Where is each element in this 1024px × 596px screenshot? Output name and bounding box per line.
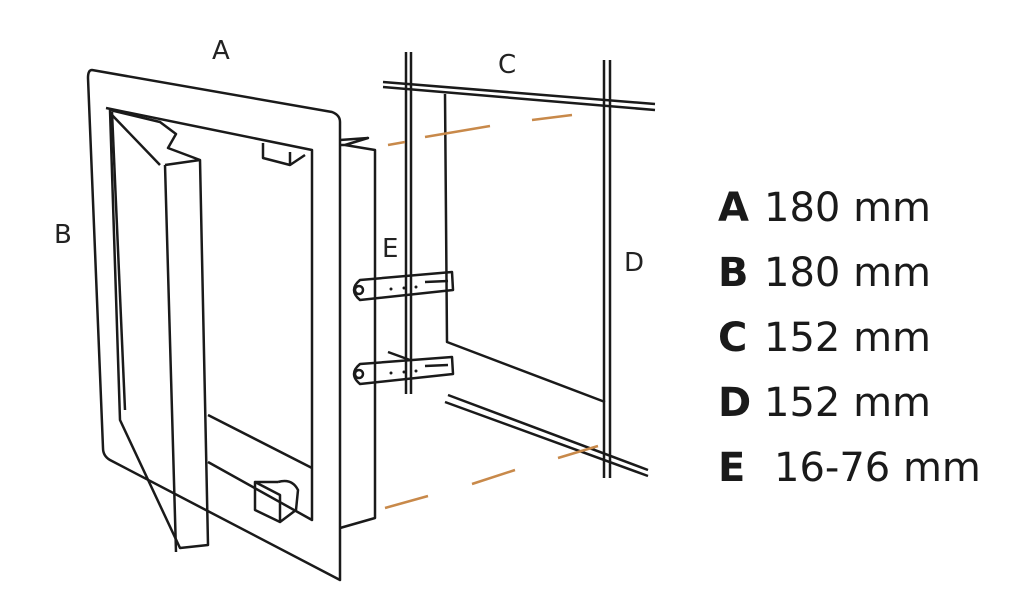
latch-top (261, 143, 306, 167)
alignment-guides (384, 113, 599, 510)
label-c: C (498, 50, 517, 80)
dimension-a: A 180 mm (718, 182, 981, 247)
dimension-letter: D (718, 380, 752, 426)
label-e: E (382, 234, 399, 264)
label-d: D (624, 248, 645, 278)
dimension-letter: E (718, 445, 746, 491)
dimension-value: 180 mm (764, 250, 931, 296)
bracket-top (352, 270, 455, 302)
dimension-letter: C (718, 315, 748, 361)
latch-bottom (253, 479, 300, 524)
outer-frame (86, 68, 342, 582)
dimension-letter: A (718, 185, 749, 231)
opening-bottom (207, 413, 313, 470)
wall-grid (382, 52, 656, 478)
label-a: A (212, 36, 230, 66)
dimension-d: D 152 mm (718, 377, 981, 442)
dimension-letter: B (718, 250, 749, 296)
frame-opening (105, 106, 314, 522)
door-inner-edge (110, 111, 127, 411)
door-panel (108, 108, 210, 550)
dimension-value: 16-76 mm (774, 445, 981, 491)
dimension-c: C 152 mm (718, 312, 981, 377)
bracket-bottom (352, 350, 455, 386)
dimension-value: 180 mm (764, 185, 931, 231)
label-b: B (54, 220, 72, 250)
dimension-value: 152 mm (764, 380, 931, 426)
dimensions-list: A 180 mm B 180 mm C 152 mm D 152 mm E 16-76 m… (718, 182, 981, 507)
dimension-b: B 180 mm (718, 247, 981, 312)
dimension-e: E 16-76 mm (718, 442, 981, 507)
box-side (339, 136, 377, 530)
door-edge (111, 114, 201, 553)
dimension-value: 152 mm (764, 315, 931, 361)
